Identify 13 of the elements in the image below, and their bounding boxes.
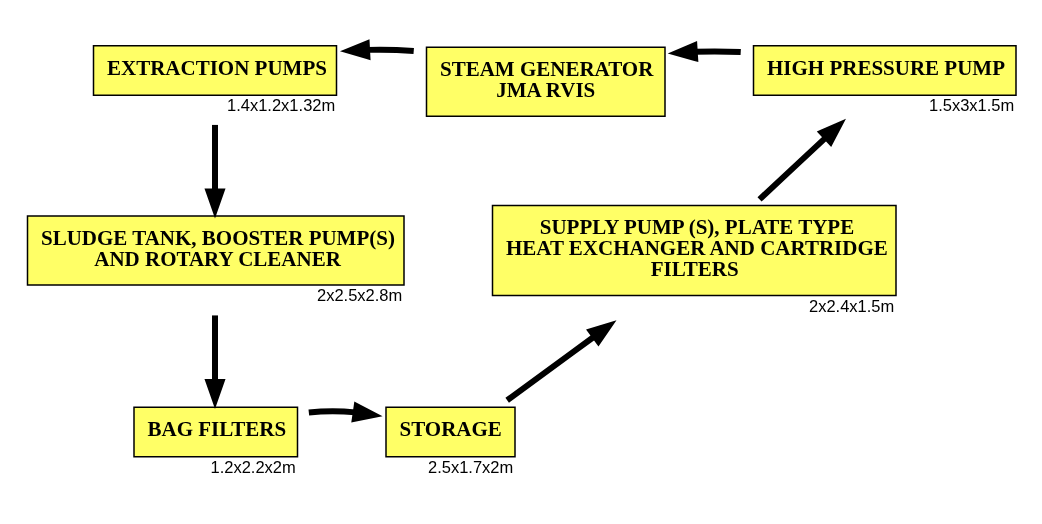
node-label: 1.2x2.2x2m	[210, 457, 296, 476]
arrow	[667, 40, 741, 62]
arrow	[757, 118, 846, 202]
node-label: 2x2.5x2.8m	[317, 285, 403, 304]
arrow	[204, 314, 226, 409]
node-label: 1.4x1.2x1.32m	[227, 95, 336, 114]
arrow	[505, 319, 617, 403]
arrow	[308, 401, 383, 422]
node-label: 1.5x3x1.5m	[929, 95, 1015, 114]
node-label: 2x2.4x1.5m	[809, 296, 895, 315]
arrow	[340, 38, 414, 60]
node-label: 2.5x1.7x2m	[428, 457, 514, 476]
arrow	[204, 124, 226, 218]
